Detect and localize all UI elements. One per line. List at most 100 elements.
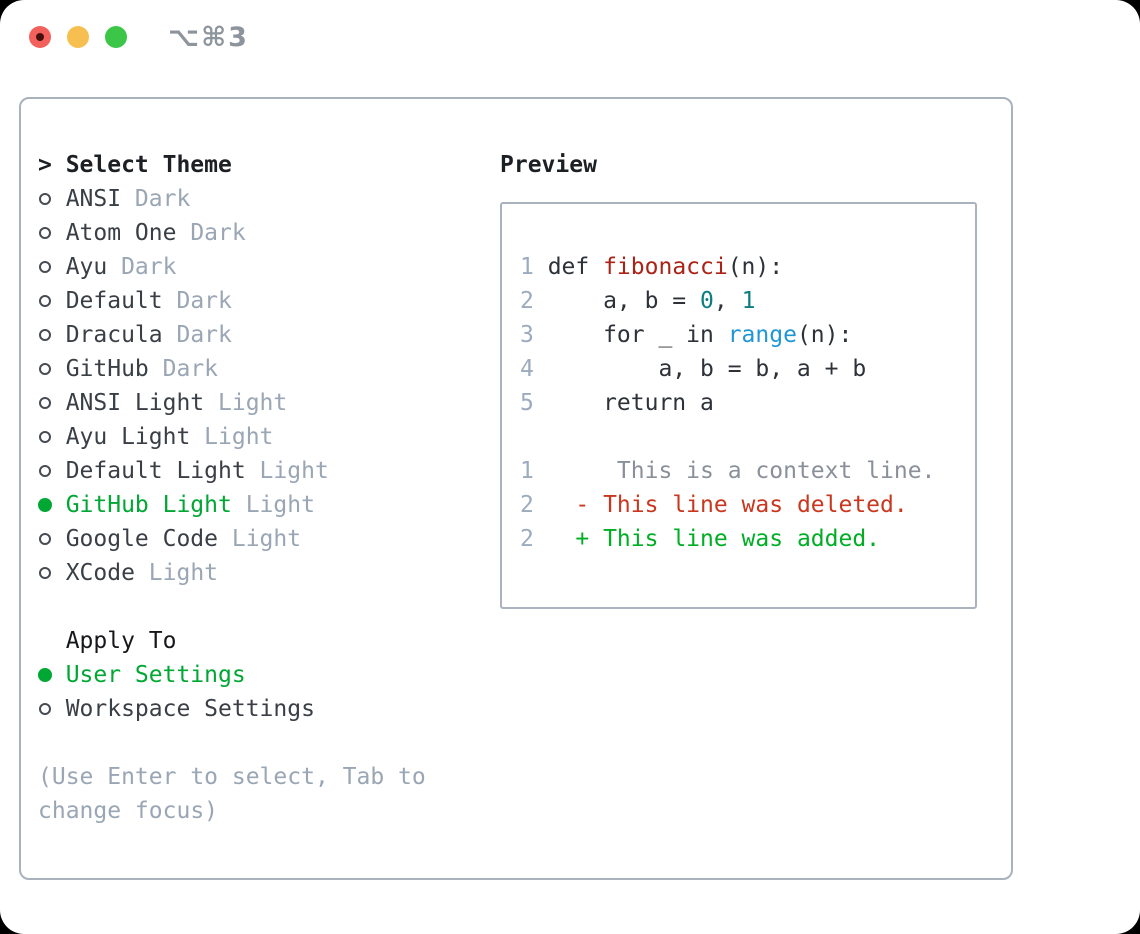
preview-header: Preview (500, 152, 597, 178)
radio-icon (38, 465, 66, 477)
titlebar: ⌥⌘3 (0, 0, 1140, 74)
radio-icon (38, 295, 66, 307)
theme-variant-label: Dark (107, 254, 177, 280)
theme-option-default-light-light[interactable]: Default Light Light (38, 454, 500, 488)
cursor-icon: > (38, 152, 52, 178)
code-segment: a, b = b, a + b (547, 356, 867, 382)
option-label: Atom One (65, 220, 177, 246)
diff-line: 2 + This line was added. (520, 522, 975, 556)
theme-variant-label: Dark (176, 220, 246, 246)
hint-line: (Use Enter to select, Tab to (38, 764, 426, 790)
code-line: 4 a, b = b, a + b (520, 352, 975, 386)
code-line: 2 a, b = 0, 1 (520, 284, 975, 318)
spacer (38, 590, 500, 624)
option-label: Workspace Settings (65, 696, 315, 722)
code-segment: def (547, 254, 604, 280)
theme-variant-label: Dark (121, 186, 191, 212)
option-label: GitHub Light (65, 492, 232, 518)
window-title: ⌥⌘3 (168, 22, 249, 53)
minimize-button[interactable] (67, 26, 89, 48)
code-segment: a, b = (547, 288, 701, 314)
option-label: Ayu (65, 254, 108, 280)
theme-variant-label: Light (190, 424, 274, 450)
theme-option-google-code-light[interactable]: Google Code Light (38, 522, 500, 556)
code-segment: fibonacci (603, 254, 728, 280)
code-segment: return a (547, 390, 714, 416)
option-label: ANSI (65, 186, 122, 212)
radio-icon (38, 397, 66, 409)
theme-variant-label: Light (245, 458, 329, 484)
radio-icon (38, 431, 66, 443)
theme-option-github-light-light[interactable]: GitHub Light Light (38, 488, 500, 522)
radio-icon (38, 227, 66, 239)
line-number: 2 (520, 288, 534, 314)
code-segment: - This line was deleted. (575, 492, 908, 518)
select-theme-header: Select Theme (65, 152, 232, 178)
line-number: 4 (520, 356, 534, 382)
radio-icon (38, 533, 66, 545)
code-segment: range (727, 322, 797, 348)
preview-header-row: Preview (500, 148, 1011, 182)
radio-icon (38, 329, 66, 341)
line-number: 5 (520, 390, 534, 416)
code-segment: + This line was added. (575, 526, 881, 552)
option-label: Default Light (65, 458, 246, 484)
code-segment: 0 (700, 288, 714, 314)
radio-selected-icon (38, 498, 66, 512)
option-label: XCode (65, 560, 135, 586)
radio-icon (38, 567, 66, 579)
theme-variant-label: Light (204, 390, 288, 416)
apply-to-header-row: Apply To (38, 624, 500, 658)
line-number: 1 (520, 254, 534, 280)
option-label: Dracula (65, 322, 163, 348)
radio-icon (38, 261, 66, 273)
diff-line: 1 This is a context line. (520, 454, 975, 488)
radio-icon (38, 193, 66, 205)
code-line: 5 return a (520, 386, 975, 420)
option-label: User Settings (65, 662, 246, 688)
keyboard-hint: (Use Enter to select, Tab to change focus… (38, 760, 500, 828)
theme-variant-label: Light (218, 526, 302, 552)
theme-option-atom-one-dark[interactable]: Atom One Dark (38, 216, 500, 250)
theme-option-ansi-light-light[interactable]: ANSI Light Light (38, 386, 500, 420)
diff-sample: 1 This is a context line.2 - This line w… (520, 454, 975, 556)
option-label: ANSI Light (65, 390, 205, 416)
zoom-button[interactable] (105, 26, 127, 48)
theme-option-default-dark[interactable]: Default Dark (38, 284, 500, 318)
theme-option-ansi-dark[interactable]: ANSI Dark (38, 182, 500, 216)
radio-selected-icon (38, 668, 66, 682)
apply-option-user-settings[interactable]: User Settings (38, 658, 500, 692)
apply-option-workspace-settings[interactable]: Workspace Settings (38, 692, 500, 726)
option-label: Default (65, 288, 163, 314)
theme-variant-label: Light (134, 560, 219, 586)
line-number: 1 (520, 458, 534, 484)
option-label: GitHub (65, 356, 149, 382)
code-segment: (n): (796, 322, 853, 348)
code-segment: , (713, 288, 742, 314)
theme-option-ayu-dark[interactable]: Ayu Dark (38, 250, 500, 284)
line-number: 2 (520, 492, 534, 518)
code-line: 3 for _ in range(n): (520, 318, 975, 352)
option-label: Google Code (65, 526, 219, 552)
close-button[interactable] (29, 26, 51, 48)
code-segment: This is a context line. (547, 458, 936, 484)
theme-option-github-dark[interactable]: GitHub Dark (38, 352, 500, 386)
theme-option-xcode-light[interactable]: XCode Light (38, 556, 500, 590)
code-segment (548, 526, 576, 552)
theme-variant-label: Light (231, 492, 315, 518)
theme-option-ayu-light-light[interactable]: Ayu Light Light (38, 420, 500, 454)
theme-option-dracula-dark[interactable]: Dracula Dark (38, 318, 500, 352)
theme-variant-label: Dark (162, 322, 232, 348)
code-segment: for _ in (547, 322, 728, 348)
option-label: Ayu Light (65, 424, 191, 450)
apply-to-header: Apply To (65, 628, 177, 654)
hint-line: change focus) (38, 798, 219, 824)
diff-line: 2 - This line was deleted. (520, 488, 975, 522)
select-theme-header-row: > Select Theme (38, 148, 500, 182)
